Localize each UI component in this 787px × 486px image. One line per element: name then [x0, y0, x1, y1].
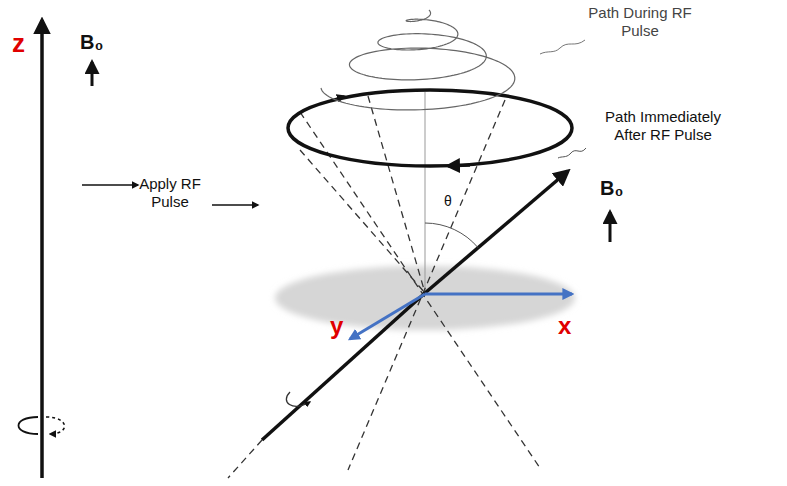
flow-arrow — [82, 184, 138, 186]
step-label: Apply RF Pulse — [120, 175, 220, 211]
angle-label: θ — [444, 193, 452, 210]
vector-extension — [262, 293, 425, 440]
path-direction-arrow — [448, 164, 470, 168]
flow-arrow — [212, 204, 258, 206]
cone-line — [368, 96, 425, 293]
rf-spiral-group — [321, 10, 515, 110]
cone-lines — [228, 96, 540, 478]
x-axis-arrow — [425, 293, 572, 296]
spin-arrow-dashed — [46, 417, 65, 434]
axis-label: y — [330, 312, 343, 341]
field-label: B₀ — [600, 176, 623, 200]
b0-arrow — [609, 212, 612, 242]
magnetization-vector — [425, 171, 568, 293]
axis-label: x — [558, 312, 571, 341]
y-axis-arrow — [350, 294, 425, 339]
cone-line — [300, 150, 425, 293]
rotation-arrow — [286, 392, 310, 406]
vertical-axis — [425, 92, 426, 293]
cone-line — [348, 100, 505, 470]
axis-label: z — [12, 28, 25, 59]
b0-arrow — [91, 62, 94, 86]
z-axis-arrow — [40, 20, 44, 478]
flip-angle-arc — [425, 223, 478, 248]
field-label: B₀ — [80, 30, 103, 54]
cone-line — [228, 440, 262, 478]
rf-spiral — [321, 10, 515, 110]
path-label: Path Immediately After RF Pulse — [588, 108, 738, 144]
leader-line — [558, 148, 586, 158]
precession-path — [288, 90, 572, 166]
leader-line — [540, 40, 585, 54]
path-label: Path During RF Pulse — [585, 4, 695, 40]
spin-arrow — [19, 417, 39, 434]
